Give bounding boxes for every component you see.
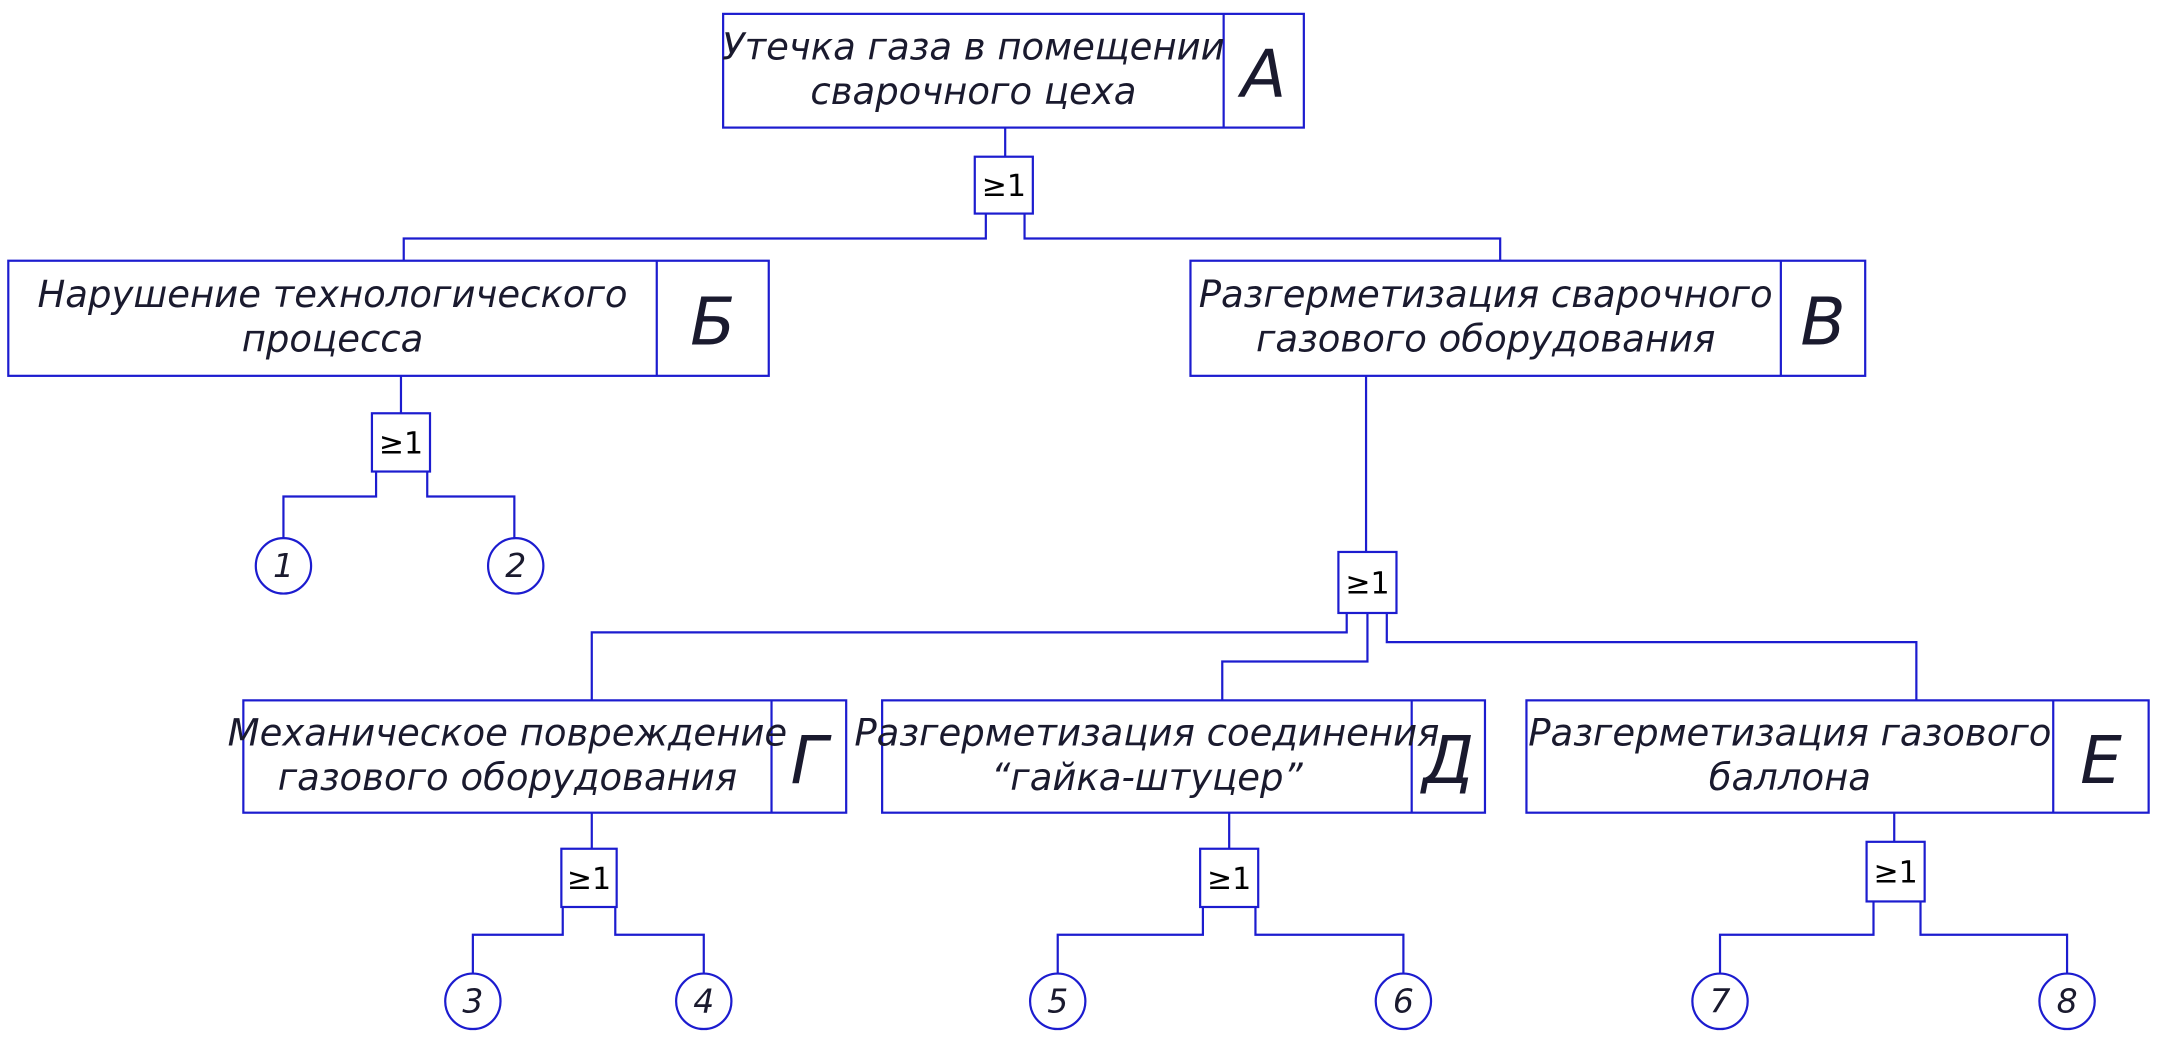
gate-symbol: ≥1 <box>1874 856 1918 891</box>
event-label-line: Разгерметизация соединения <box>854 711 1439 754</box>
basic-event-label: 6 <box>1393 981 1414 1020</box>
event-code: В <box>1800 284 1845 361</box>
event-code: А <box>1237 36 1286 113</box>
basic-event-5: 5 <box>1028 972 1087 1031</box>
gate-box <box>1337 550 1398 615</box>
connector-lines <box>282 127 2069 975</box>
basic-event-circle <box>486 536 545 595</box>
basic-event-label: 8 <box>2057 981 2078 1020</box>
event-label-line: баллона <box>1709 756 1871 799</box>
basic-event-label: 4 <box>693 981 714 1020</box>
basic-event-circle <box>2038 972 2096 1031</box>
or-gate-E: ≥1 <box>1865 840 1926 903</box>
gate-symbol: ≥1 <box>1345 567 1389 602</box>
connector-line <box>590 612 1348 701</box>
gate-symbol: ≥1 <box>379 426 423 461</box>
event-label-line: газового оборудования <box>278 756 737 799</box>
connector-line <box>1718 901 1875 975</box>
connector-line <box>1221 612 1369 701</box>
basic-event-6: 6 <box>1374 972 1433 1031</box>
gate-symbol: ≥1 <box>982 169 1026 204</box>
event-code: Е <box>2080 722 2122 799</box>
basic-event-label: 1 <box>273 546 294 585</box>
event-label-line: процесса <box>242 318 424 361</box>
event-label-line: “гайка-штуцер” <box>991 756 1303 799</box>
basic-event-label: 7 <box>1710 981 1731 1020</box>
event-box <box>7 259 770 377</box>
basic-event-label: 5 <box>1047 981 1068 1020</box>
basic-event-circle <box>1028 972 1087 1031</box>
event-D: Разгерметизация соединения“гайка-штуцер”… <box>854 699 1487 814</box>
event-code: Б <box>690 284 735 361</box>
event-label-line: Механическое повреждение <box>228 711 788 754</box>
basic-event-label: 3 <box>462 981 483 1020</box>
gate-box <box>1865 840 1926 903</box>
basic-event-7: 7 <box>1691 972 1749 1031</box>
event-code: Г <box>790 722 832 799</box>
gate-symbol: ≥1 <box>567 862 611 897</box>
event-box <box>722 12 1305 129</box>
gate-box <box>973 155 1034 215</box>
connector-line <box>614 906 705 975</box>
basic-event-circle <box>254 536 313 595</box>
connector-line <box>426 471 516 539</box>
or-gate-D: ≥1 <box>1199 847 1260 909</box>
basic-event-2: 2 <box>486 536 545 595</box>
or-gates: ≥1 ≥1 ≥1 ≥1 ≥1 ≥1 <box>370 155 1926 909</box>
event-box <box>242 699 848 814</box>
connector-line <box>1254 906 1405 975</box>
connector-line <box>1056 906 1205 975</box>
or-gate-V: ≥1 <box>1337 550 1398 615</box>
or-gate-G: ≥1 <box>560 847 618 909</box>
basic-event-1: 1 <box>254 536 313 595</box>
basic-event-circle <box>444 972 502 1031</box>
basic-events: 1 2 3 4 5 6 7 8 <box>254 536 2096 1031</box>
event-label-line: сварочного цеха <box>810 70 1136 113</box>
connector-line <box>1919 901 2069 975</box>
event-label-line: Утечка газа в помещении <box>722 26 1225 69</box>
event-label-line: Разгерметизация газового <box>1528 711 2051 754</box>
connector-line <box>1385 612 1918 701</box>
event-box <box>1525 699 2150 814</box>
connector-line <box>402 213 987 261</box>
gate-box <box>560 847 618 909</box>
basic-event-circle <box>1374 972 1433 1031</box>
basic-event-4: 4 <box>675 972 733 1031</box>
event-label-line: Нарушение технологического <box>37 273 627 316</box>
event-box <box>881 699 1487 814</box>
event-label-line: газового оборудования <box>1256 318 1715 361</box>
basic-event-3: 3 <box>444 972 502 1031</box>
connector-line <box>282 471 378 539</box>
basic-event-circle <box>1691 972 1749 1031</box>
or-gate-B: ≥1 <box>370 412 432 473</box>
event-box <box>1189 259 1867 377</box>
basic-event-circle <box>675 972 733 1031</box>
event-code: Д <box>1420 722 1475 799</box>
or-gate-A: ≥1 <box>973 155 1034 215</box>
gate-box <box>1199 847 1260 909</box>
basic-event-label: 2 <box>505 546 526 585</box>
gate-box <box>370 412 432 473</box>
connector-line <box>1023 213 1502 261</box>
gate-symbol: ≥1 <box>1207 862 1251 897</box>
event-label-line: Разгерметизация сварочного <box>1199 273 1773 316</box>
basic-event-8: 8 <box>2038 972 2096 1031</box>
connector-line <box>471 906 564 975</box>
